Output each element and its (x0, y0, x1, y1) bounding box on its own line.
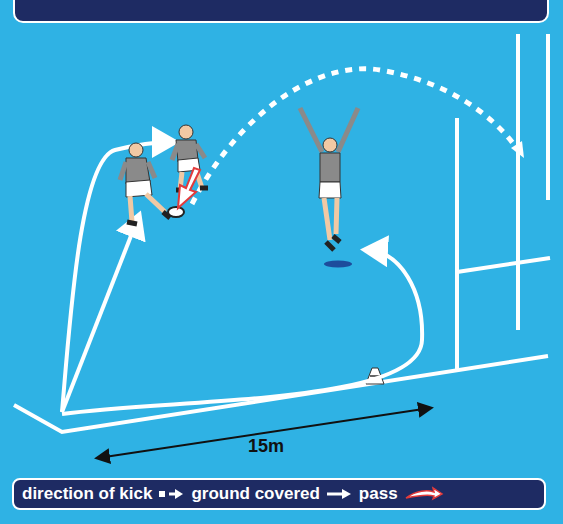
kick-arrowhead (511, 141, 524, 158)
legend-text: direction of kick (22, 484, 152, 504)
dimension-label: 15m (248, 436, 284, 457)
field-lines (14, 34, 550, 432)
legend-sample (326, 486, 352, 502)
legend-sample (404, 486, 444, 502)
title-banner (14, 0, 548, 22)
chaser-player (300, 108, 358, 250)
shadow (324, 261, 352, 268)
legend-text: ground covered (191, 484, 319, 504)
run-arrows (62, 142, 422, 414)
dimension-line (98, 408, 430, 458)
pass-arrow (178, 168, 200, 208)
legend-bar: direction of kick ground covered pass (12, 478, 546, 510)
legend-sample (158, 486, 184, 502)
kick-path (192, 69, 518, 204)
legend-text: pass (359, 484, 398, 504)
